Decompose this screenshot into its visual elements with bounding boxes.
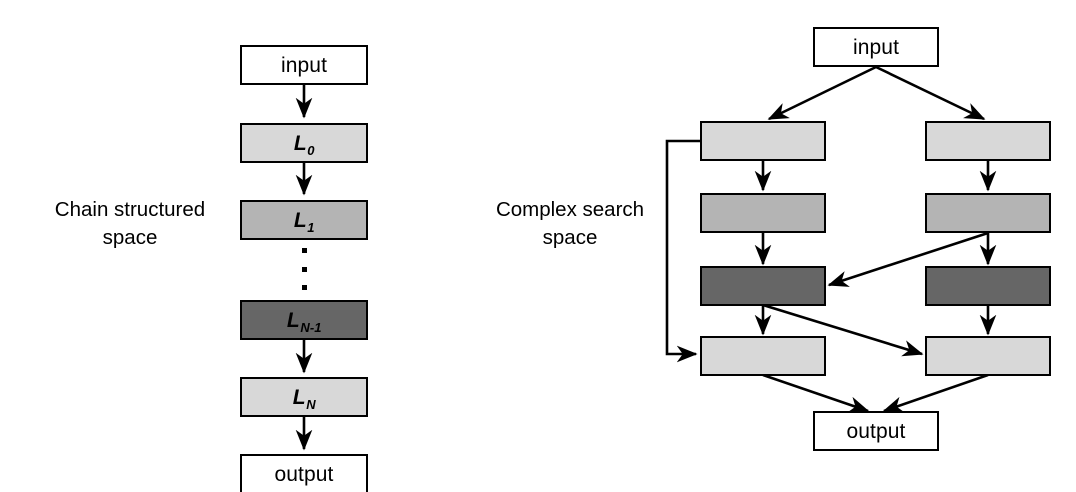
chain-node-input: input [240, 45, 368, 85]
edge-input-to-r1 [875, 65, 986, 121]
complex-node-r3 [925, 266, 1051, 306]
chain-node-input-label: input [280, 53, 328, 77]
edge-l1-to-l4-skip [665, 139, 700, 363]
chain-node-layer0: L0 [240, 123, 368, 163]
edge-l3-to-r4 [762, 303, 924, 357]
complex-caption: Complex search space [470, 196, 670, 253]
chain-node-output-label: output [274, 462, 334, 486]
edge-r4-to-output [882, 373, 989, 413]
chain-caption: Chain structured space [30, 196, 230, 253]
ellipsis-dot [301, 285, 307, 290]
complex-node-input: input [813, 27, 939, 67]
edge-l4-to-output [762, 373, 870, 413]
ellipsis-dot [301, 248, 307, 253]
complex-edges [665, 65, 997, 413]
complex-node-output-label: output [846, 419, 906, 443]
complex-node-r1 [925, 121, 1051, 161]
chain-node-output: output [240, 454, 368, 492]
chain-node-layer0-label: L0 [293, 131, 315, 158]
ellipsis-dot [301, 266, 307, 272]
chain-ellipsis [301, 248, 307, 290]
complex-caption-line1: Complex search [495, 198, 645, 221]
chain-node-layerN: LN [240, 377, 368, 417]
chain-node-layerN-label: LN [292, 385, 316, 412]
complex-node-r4 [925, 336, 1051, 376]
complex-node-r2 [925, 193, 1051, 233]
complex-node-input-label: input [852, 35, 900, 59]
complex-node-l2 [700, 193, 826, 233]
complex-node-output: output [813, 411, 939, 451]
edge-r2-to-l3 [827, 231, 989, 287]
complex-node-l1 [700, 121, 826, 161]
edge-input-to-l1 [767, 65, 877, 121]
complex-node-l3 [700, 266, 826, 306]
chain-node-layer1-label: L1 [293, 208, 315, 235]
chain-caption-line1: Chain structured [54, 198, 206, 221]
chain-caption-line2: space [102, 226, 158, 250]
complex-caption-line2: space [542, 226, 598, 250]
chain-node-layer1: L1 [240, 200, 368, 240]
chain-node-layerN1-label: LN-1 [286, 308, 322, 335]
complex-node-l4 [700, 336, 826, 376]
chain-node-layerN1: LN-1 [240, 300, 368, 340]
